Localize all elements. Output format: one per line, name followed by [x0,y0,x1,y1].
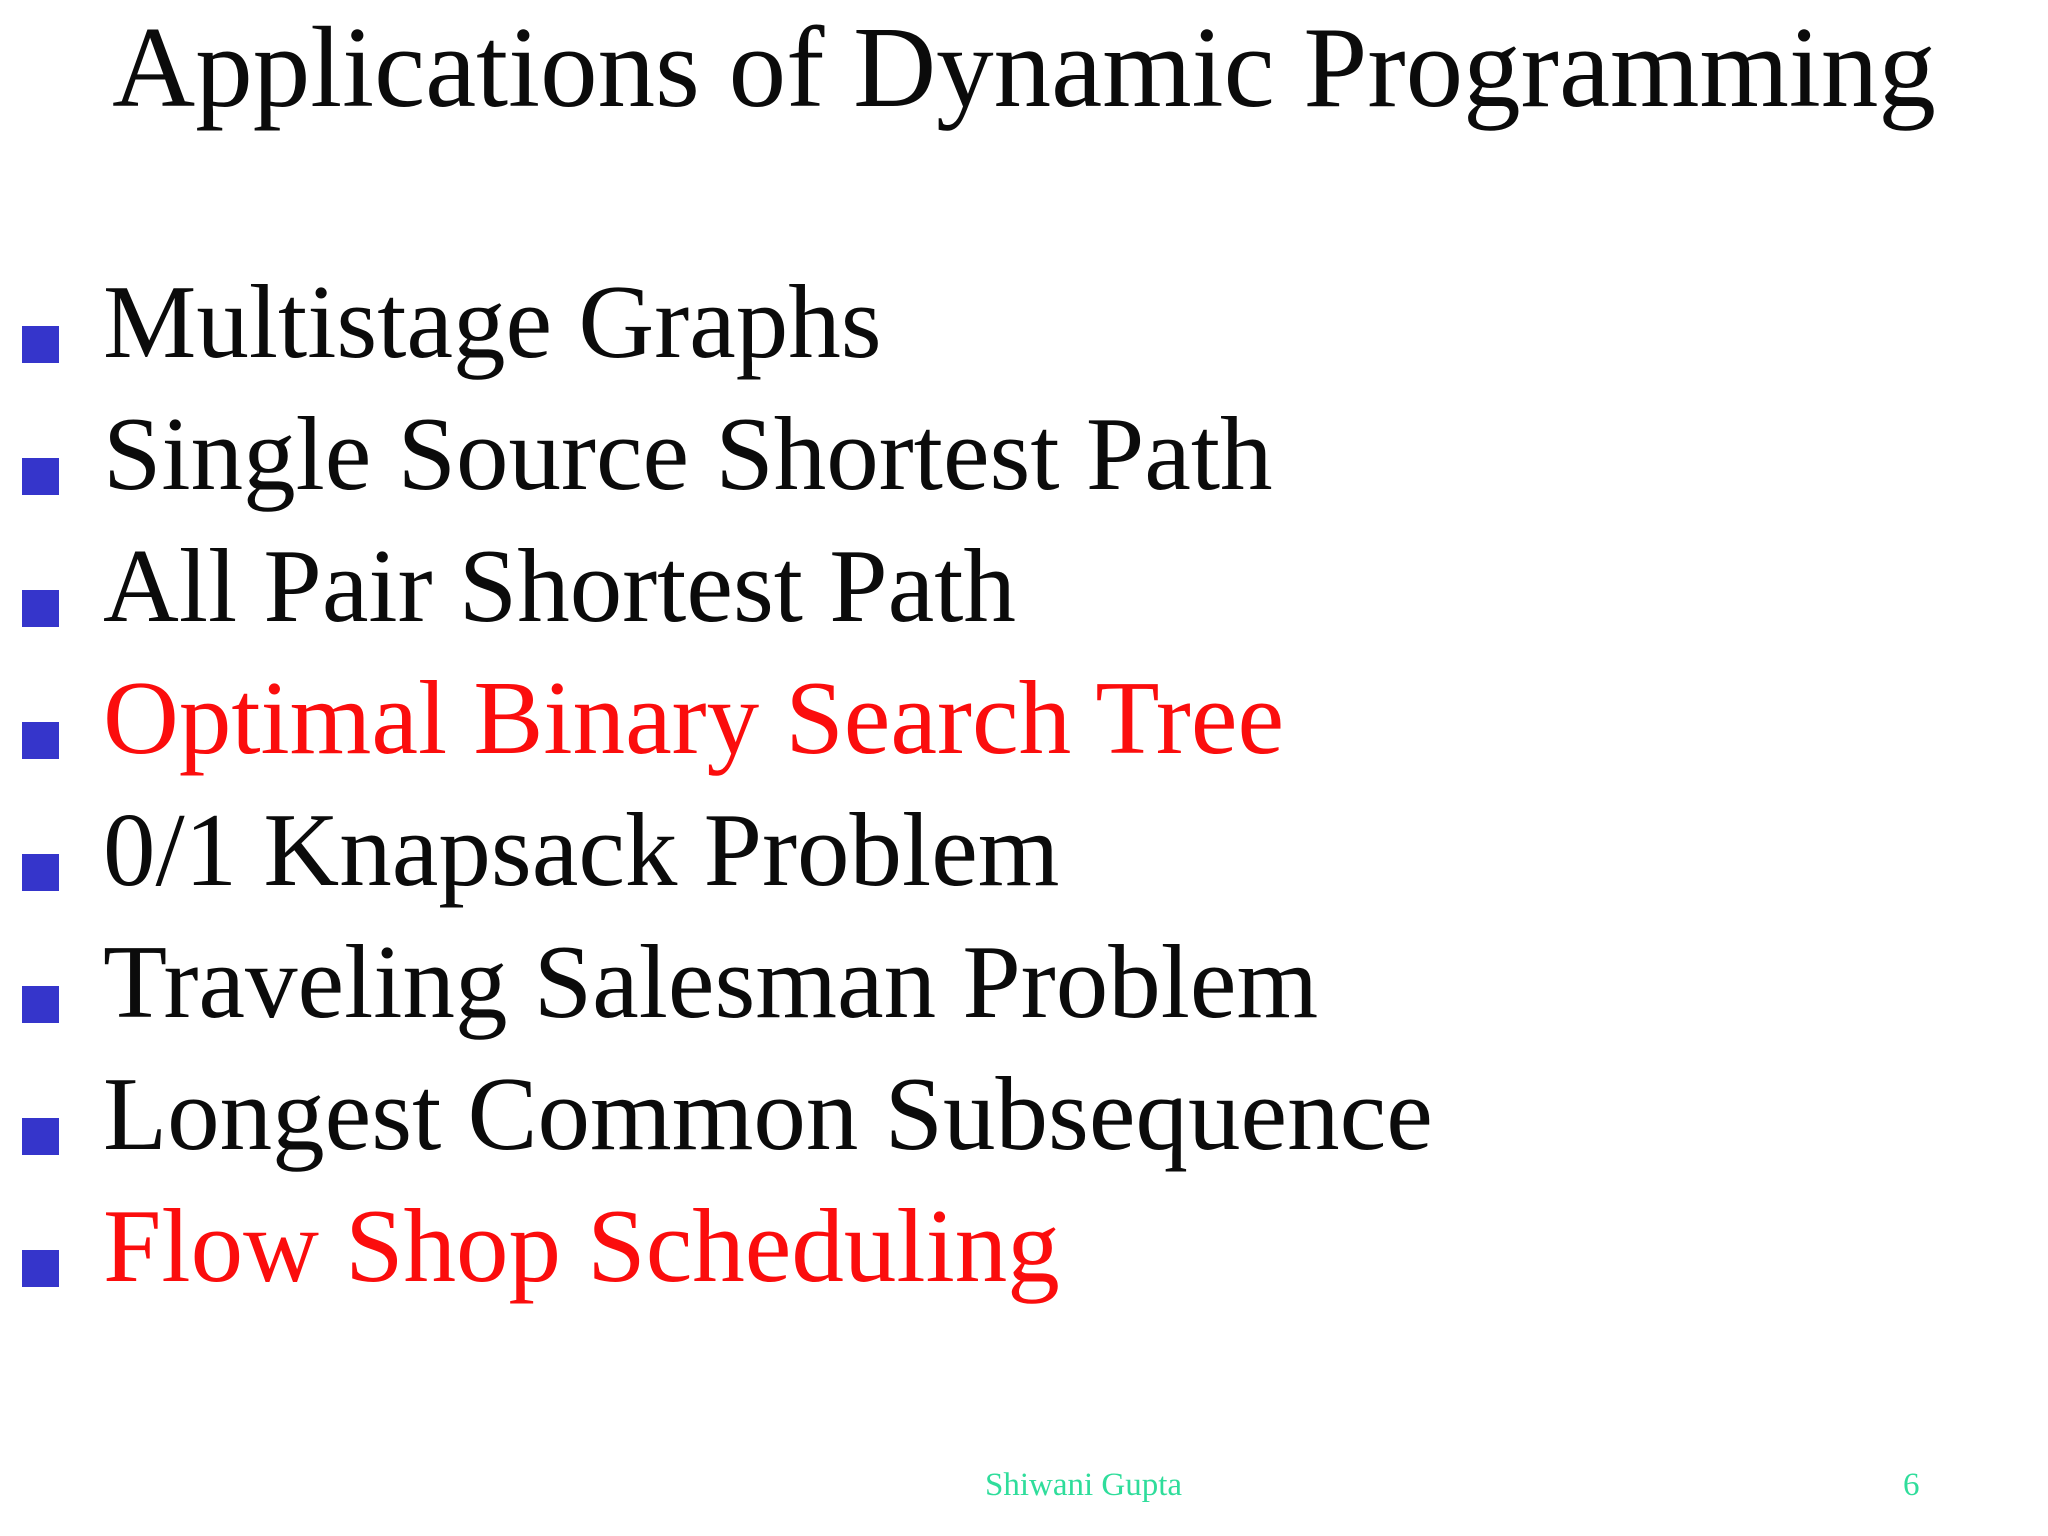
list-item-text: Flow Shop Scheduling [103,1187,1060,1304]
bullet-square-icon [22,854,59,891]
list-item-text: Traveling Salesman Problem [103,923,1319,1040]
list-item: Traveling Salesman Problem [0,929,2048,1061]
list-item-text: All Pair Shortest Path [103,527,1016,644]
list-item: Multistage Graphs [0,269,2048,401]
bullet-square-icon [22,326,59,363]
list-item: All Pair Shortest Path [0,533,2048,665]
bullet-list: Multistage Graphs Single Source Shortest… [0,269,2048,1325]
list-item-text: Multistage Graphs [103,263,882,380]
footer-author: Shiwani Gupta [985,1467,1183,1503]
list-item: Single Source Shortest Path [0,401,2048,533]
list-item-text: Single Source Shortest Path [103,395,1273,512]
footer-page-number: 6 [1903,1467,1920,1503]
bullet-square-icon [22,590,59,627]
list-item: Longest Common Subsequence [0,1061,2048,1193]
bullet-square-icon [22,1118,59,1155]
bullet-square-icon [22,1250,59,1287]
list-item-text: Longest Common Subsequence [103,1055,1433,1172]
bullet-square-icon [22,986,59,1023]
list-item: 0/1 Knapsack Problem [0,797,2048,929]
bullet-square-icon [22,458,59,495]
slide-title: Applications of Dynamic Programming [112,4,1936,131]
bullet-square-icon [22,722,59,759]
list-item-text: 0/1 Knapsack Problem [103,791,1060,908]
list-item-text: Optimal Binary Search Tree [103,659,1285,776]
list-item: Optimal Binary Search Tree [0,665,2048,797]
list-item: Flow Shop Scheduling [0,1193,2048,1325]
